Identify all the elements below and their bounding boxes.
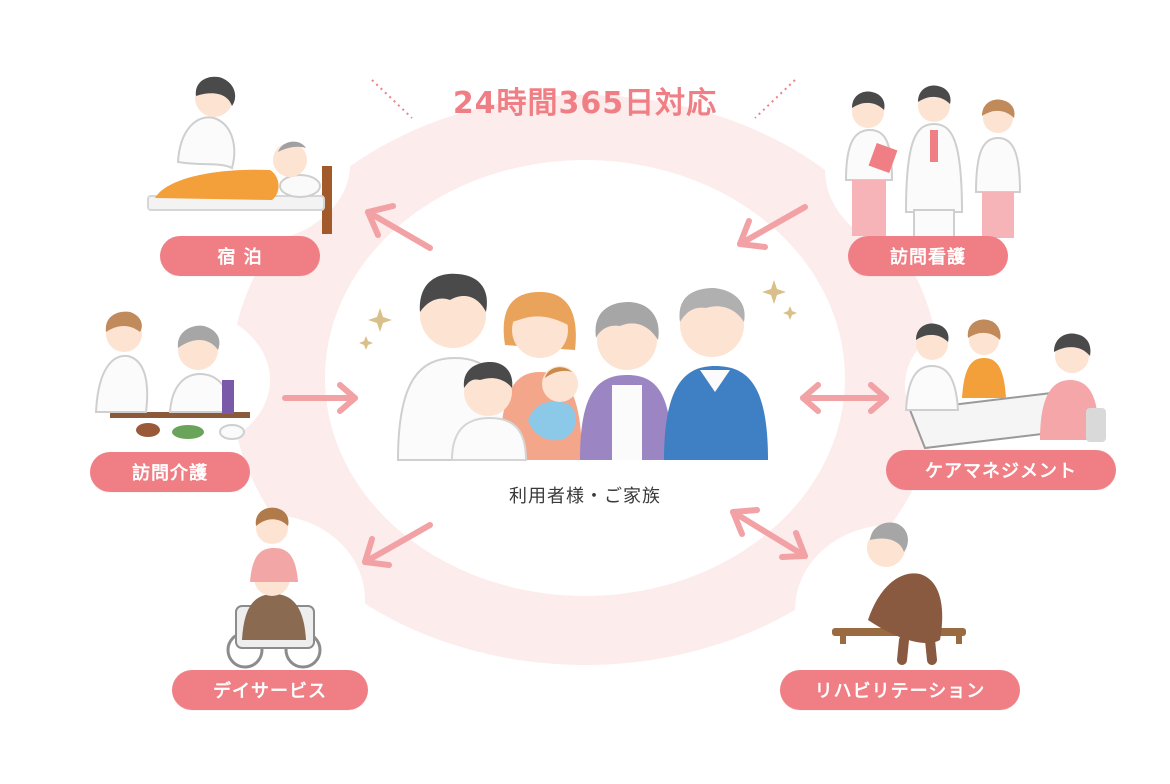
arrow-to-stay [365, 203, 433, 251]
caregiver-hair [195, 76, 236, 106]
bowl [136, 423, 160, 437]
patient-hair [278, 141, 306, 152]
dish-salad [172, 425, 204, 439]
arrow-from-home-nursing [737, 204, 808, 250]
service-label-care-management: ケアマネジメント [886, 450, 1116, 490]
baby-head [542, 366, 578, 402]
nurse-right-hair [982, 99, 1015, 118]
patient-blanket [155, 169, 279, 200]
service-label-stay: 宿 泊 [160, 236, 320, 276]
family-illustration [396, 273, 768, 461]
service-label-home-care: 訪問介護 [90, 452, 250, 492]
boy-head [464, 368, 512, 416]
bowl-white [219, 424, 245, 440]
nurse-right-body [974, 136, 1022, 193]
stay-illustration [147, 76, 332, 234]
arrow-rehabilitation [730, 507, 808, 560]
bar-post-right [956, 632, 962, 644]
doctor-hair [918, 85, 951, 104]
dining-table [110, 412, 250, 418]
sparkle-icons [359, 280, 797, 350]
arrow-care-management [800, 382, 889, 414]
arrows [282, 203, 889, 568]
doctor-pants [913, 209, 955, 239]
service-label-rehabilitation: リハビリテーション [780, 670, 1020, 710]
client-hair [916, 323, 949, 342]
sparkle-icon [783, 306, 797, 320]
baby-body [528, 401, 577, 441]
rehab-elder-legs [897, 635, 937, 665]
caregiver-body [176, 116, 236, 170]
rehab-elder-body [868, 573, 943, 644]
sparkle-icon [762, 280, 786, 304]
nurse-right-pants [982, 192, 1014, 238]
sparkle-icon [368, 308, 392, 332]
sparkle-icon [359, 336, 373, 350]
rehab-elder-hair [870, 522, 908, 552]
care-manager-chair [1086, 408, 1106, 442]
day-service-illustration [226, 507, 322, 669]
client-body [904, 364, 960, 411]
page-title: 24時間365日対応 [452, 86, 718, 121]
staff-hair [255, 507, 289, 526]
grandfather-head [680, 293, 744, 357]
staff-body [250, 548, 298, 582]
mother-bangs [512, 298, 568, 325]
grandfather-body [664, 366, 768, 460]
care-manager-body [1040, 380, 1099, 440]
service-label-home-nursing: 訪問看護 [848, 236, 1008, 276]
stay-illustration-bg [130, 85, 350, 245]
patient-head [273, 143, 307, 177]
grandmother-hair [595, 302, 659, 340]
family-member-hair [967, 319, 1001, 340]
baby-hair [545, 367, 572, 378]
rider-body [242, 594, 306, 640]
family-member-body [962, 358, 1006, 398]
center-label: 利用者様・ご家族 [509, 486, 661, 507]
care-manager-hair [1054, 333, 1091, 356]
nurse-left-hair [852, 91, 885, 110]
home-nursing-illustration [844, 85, 1022, 239]
doctor-body [904, 122, 964, 213]
elder-chair [222, 380, 234, 414]
service-label-day-service: デイサービス [172, 670, 368, 710]
grandfather-hair [679, 288, 745, 322]
rehabilitation-illustration [832, 522, 966, 665]
grandmother-shirt [612, 385, 642, 460]
arrow-to-day-service [362, 522, 433, 568]
home-care-illustration [94, 311, 250, 440]
doctor-tie [930, 130, 938, 162]
grandfather-collar [700, 370, 730, 392]
bed-frame [322, 166, 332, 234]
boy-body [450, 416, 528, 461]
father-hair [419, 273, 487, 312]
boy-hair [463, 362, 513, 388]
helper-body [94, 354, 149, 413]
care-management-illustration [904, 319, 1106, 450]
arrow-from-home-care [282, 382, 358, 414]
nurse-left-pants [852, 180, 886, 236]
bar-post-left [840, 632, 846, 644]
elder-hair [177, 325, 220, 350]
clipboard [868, 142, 898, 174]
bed-pillow [279, 174, 321, 198]
helper-hair [105, 311, 142, 332]
